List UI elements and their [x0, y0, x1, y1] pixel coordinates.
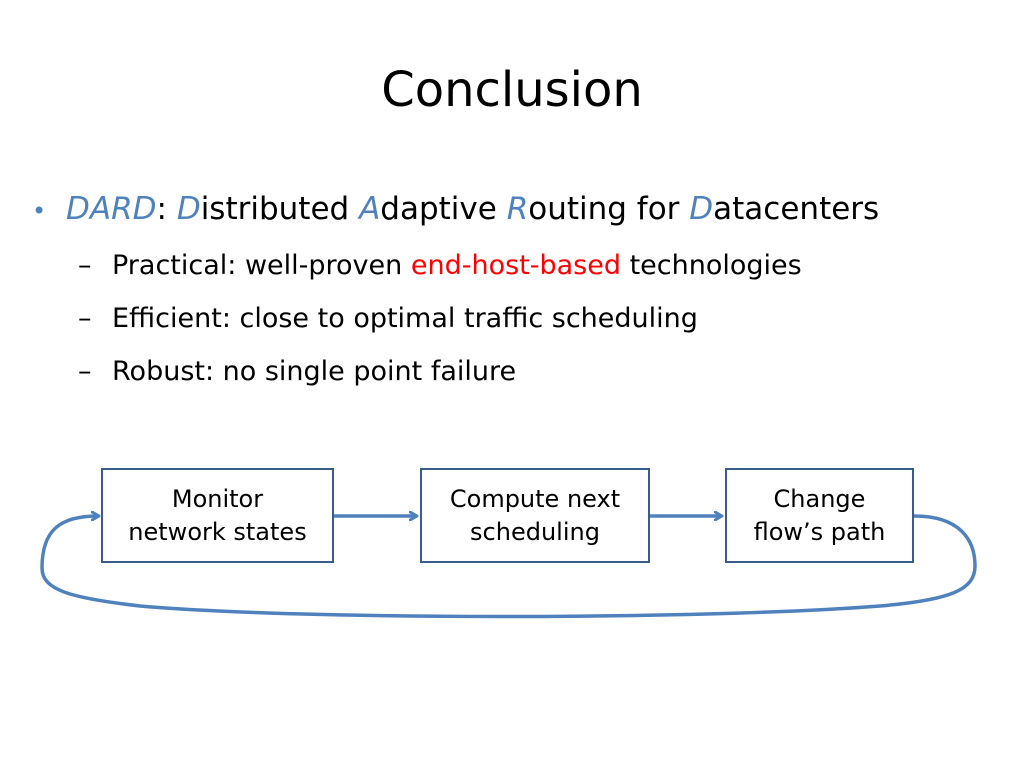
slide-title: Conclusion [381, 62, 643, 118]
word-rest-4: atacenters [713, 191, 880, 227]
initial-r: R [506, 191, 529, 227]
initial-a: A [359, 191, 381, 227]
bullet-text: DARD: Distributed Adaptive Routing for D… [66, 191, 879, 228]
box-line-1: Change [773, 485, 866, 514]
sub-text-highlight: end-host-based [410, 250, 621, 281]
box-line-1: Monitor [171, 485, 264, 514]
flow-box-monitor: Monitor network states [101, 468, 334, 563]
word-rest-1: istributed [200, 191, 360, 227]
dash-icon: – [78, 250, 92, 281]
initial-d1: D [176, 191, 201, 227]
box-line-2: flow’s path [753, 517, 886, 546]
sub-text-after: technologies [621, 250, 802, 281]
sub-bullet-text: Practical: well-proven end-host-based te… [112, 250, 802, 282]
dash-icon: – [78, 356, 92, 387]
bullet-dot-icon: • [32, 197, 47, 225]
sub-text-before: Practical: well-proven [112, 250, 411, 281]
box-line-1: Compute next [449, 485, 621, 514]
acronym-colon: : [156, 191, 167, 227]
dash-icon: – [78, 303, 92, 334]
word-rest-2: daptive [380, 191, 507, 227]
flow-box-change: Change flow’s path [725, 468, 914, 563]
box-line-2: network states [128, 517, 307, 546]
flow-box-compute: Compute next scheduling [420, 468, 650, 563]
feedback-loop-arrow [40, 516, 977, 619]
box-line-2: scheduling [470, 517, 600, 546]
sub-bullet-text: Robust: no single point failure [112, 356, 517, 387]
word-rest-3: outing for [528, 191, 690, 227]
acronym: DARD [66, 191, 157, 227]
initial-d2: D [689, 191, 714, 227]
sub-bullet-text: Efficient: close to optimal traffic sche… [112, 303, 698, 334]
